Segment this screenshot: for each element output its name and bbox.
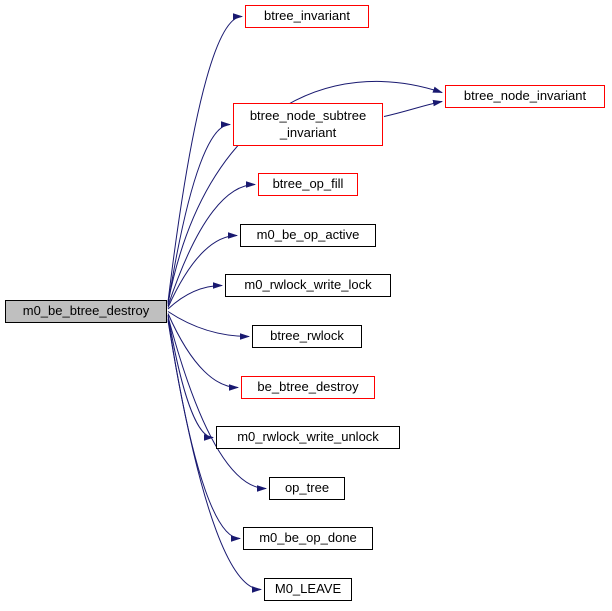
edge-m0_be_btree_destroy-to-btree_op_fill: [167, 181, 256, 307]
graph-node-btree_op_fill[interactable]: btree_op_fill: [258, 173, 358, 196]
edge-m0_be_btree_destroy-to-M0_LEAVE: [167, 320, 262, 593]
graph-node-m0_be_op_done[interactable]: m0_be_op_done: [243, 527, 373, 550]
edge-m0_be_btree_destroy-to-be_btree_destroy: [167, 313, 239, 391]
graph-node-btree_node_invariant[interactable]: btree_node_invariant: [445, 85, 605, 108]
edge-m0_be_btree_destroy-to-op_tree: [167, 316, 267, 492]
edge-m0_be_btree_destroy-to-m0_rwlock_write_unlock: [167, 314, 214, 441]
graph-node-op_tree[interactable]: op_tree: [269, 477, 345, 500]
graph-node-btree_invariant[interactable]: btree_invariant: [245, 5, 369, 28]
edge-m0_be_btree_destroy-to-m0_rwlock_write_lock: [167, 282, 223, 310]
graph-node-M0_LEAVE[interactable]: M0_LEAVE: [264, 578, 352, 601]
edge-m0_be_btree_destroy-to-btree_rwlock: [167, 311, 250, 340]
edge-m0_be_btree_destroy-to-btree_node_subtree_invariant: [167, 121, 231, 305]
graph-node-m0_rwlock_write_unlock[interactable]: m0_rwlock_write_unlock: [216, 426, 400, 449]
graph-node-m0_be_op_active[interactable]: m0_be_op_active: [240, 224, 376, 247]
graph-node-be_btree_destroy[interactable]: be_btree_destroy: [241, 376, 375, 399]
graph-node-btree_node_subtree_invariant[interactable]: btree_node_subtree _invariant: [233, 103, 383, 146]
graph-node-m0_rwlock_write_lock[interactable]: m0_rwlock_write_lock: [225, 274, 391, 297]
edge-m0_be_btree_destroy-to-btree_invariant: [167, 13, 243, 303]
graph-node-btree_rwlock[interactable]: btree_rwlock: [252, 325, 362, 348]
edge-m0_be_btree_destroy-to-m0_be_op_active: [167, 232, 238, 308]
edge-btree_node_subtree_invariant-to-btree_node_invariant: [383, 99, 443, 117]
graph-node-m0_be_btree_destroy[interactable]: m0_be_btree_destroy: [5, 300, 167, 323]
